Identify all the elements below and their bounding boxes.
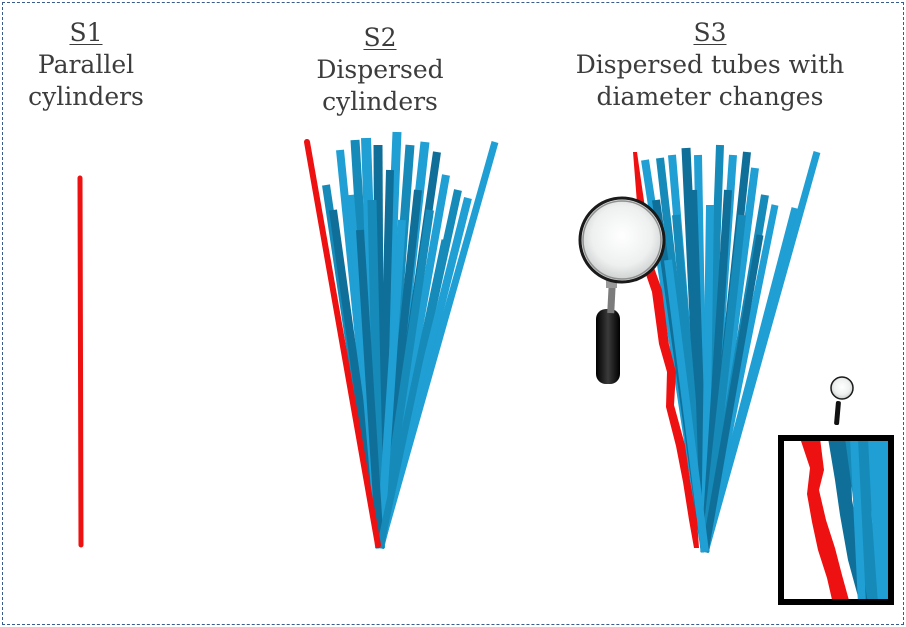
panel-s1-desc-line-1: Parallel [37, 50, 135, 79]
panel-s2-illustration [304, 131, 499, 549]
panel-s1-label: S1 Parallel cylinders [0, 17, 172, 113]
zoom-inset [778, 435, 894, 605]
panel-s1-desc-line-2: cylinders [28, 82, 144, 111]
panel-s2-desc-line-2: cylinders [322, 87, 438, 116]
panel-s3-desc-line-2: diameter changes [596, 82, 824, 111]
panel-s3-desc-line-1: Dispersed tubes with [575, 50, 845, 79]
panel-s3-description: Dispersed tubes with diameter changes [560, 49, 860, 113]
dispersed-tube-bundle [641, 144, 821, 553]
dispersed-cylinder-bundle [322, 131, 499, 549]
small-magnifier-icon [830, 376, 854, 426]
panel-s2-label: S2 Dispersed cylinders [290, 22, 470, 118]
panel-s3-id: S3 [693, 18, 727, 47]
panel-s2-description: Dispersed cylinders [290, 54, 470, 118]
panel-s2-id: S2 [363, 23, 397, 52]
magnifier-icon [578, 196, 666, 384]
panel-s3-label: S3 Dispersed tubes with diameter changes [560, 17, 860, 113]
parallel-cylinder [77, 175, 84, 548]
panel-s1-illustration [77, 175, 84, 548]
dispersed-cylinder-highlight [304, 139, 381, 548]
panel-s1-description: Parallel cylinders [0, 49, 172, 113]
panel-s1-id: S1 [69, 18, 103, 47]
panel-s2-desc-line-1: Dispersed [316, 55, 444, 84]
